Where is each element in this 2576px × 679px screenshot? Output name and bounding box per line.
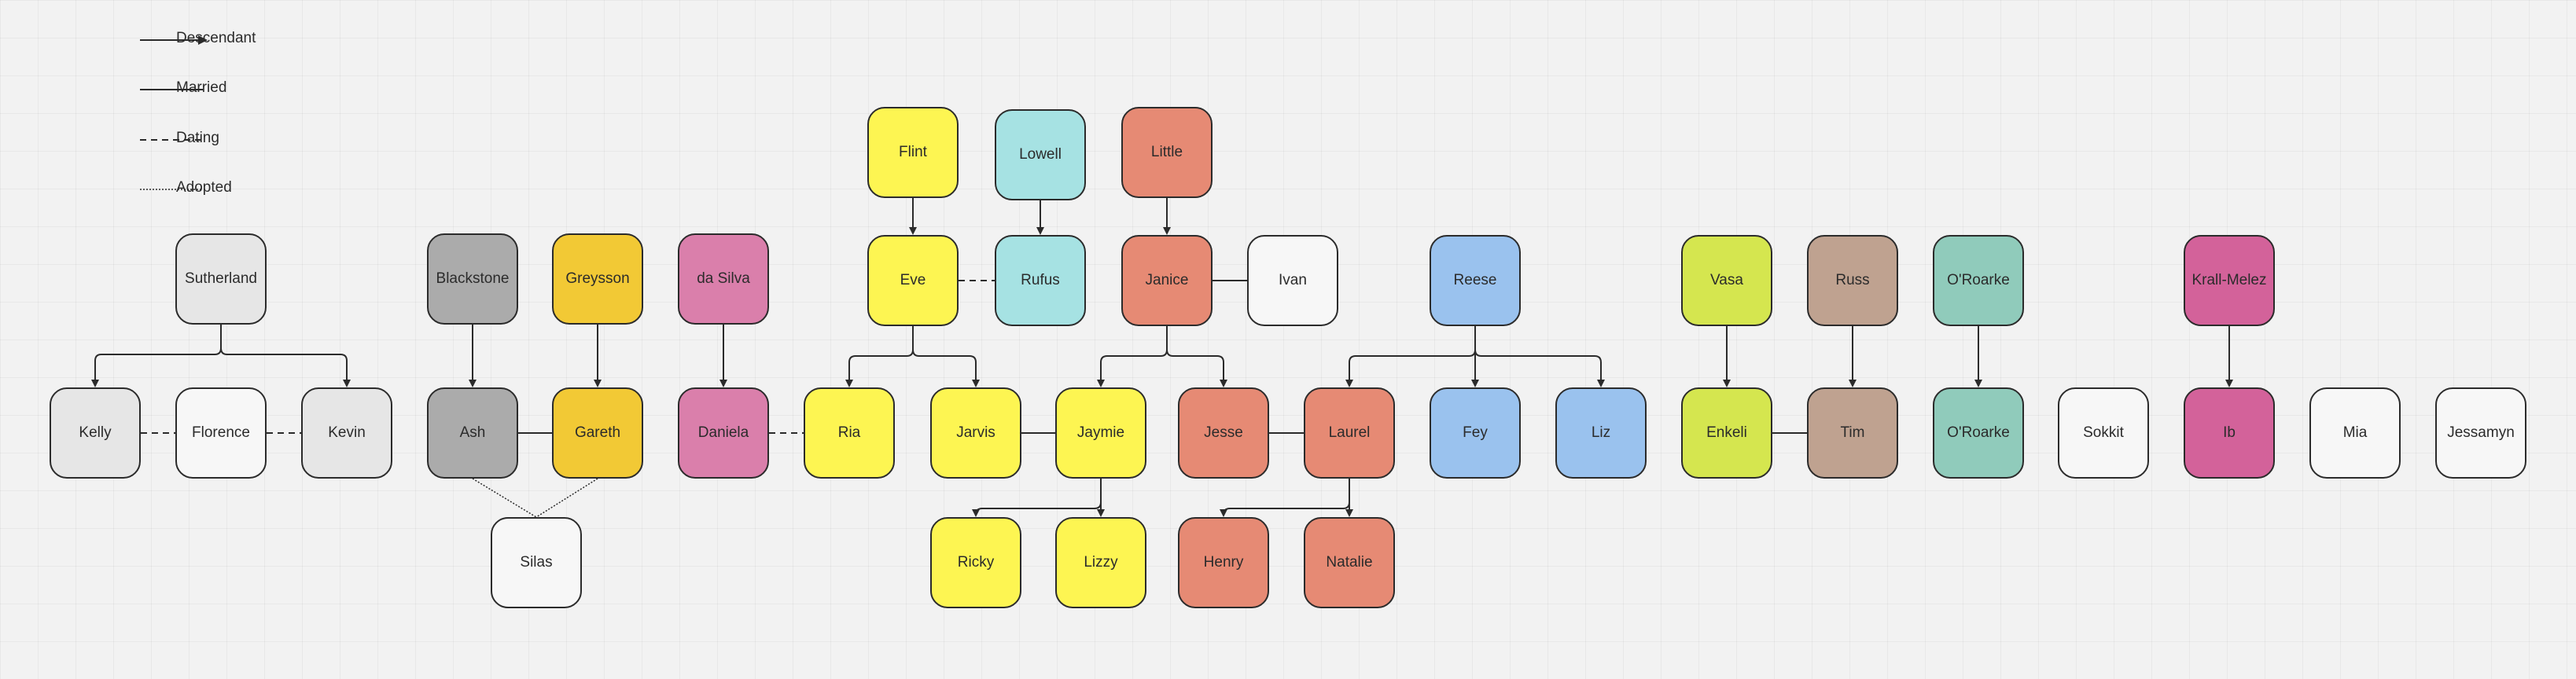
legend-label: Adopted: [176, 179, 232, 196]
person-laurel[interactable]: Laurel: [1304, 387, 1395, 479]
descendant-edge: [1345, 326, 1476, 387]
person-mia[interactable]: Mia: [2309, 387, 2401, 479]
legend-label: Married: [176, 79, 227, 96]
person-greysson[interactable]: Greysson: [552, 233, 643, 325]
person-henry[interactable]: Henry: [1178, 517, 1269, 608]
person-fey[interactable]: Fey: [1430, 387, 1521, 479]
person-kelly[interactable]: Kelly: [50, 387, 141, 479]
descendant-edge: [972, 479, 1102, 517]
person-lizzy[interactable]: Lizzy: [1055, 517, 1146, 608]
person-eve[interactable]: Eve: [867, 235, 959, 326]
person-jesse[interactable]: Jesse: [1178, 387, 1269, 479]
person-liz[interactable]: Liz: [1555, 387, 1647, 479]
person-oroarke[interactable]: O'Roarke: [1933, 387, 2024, 479]
person-jessamyn[interactable]: Jessamyn: [2435, 387, 2526, 479]
person-little[interactable]: Little: [1121, 107, 1213, 198]
person-janice[interactable]: Janice: [1121, 235, 1213, 326]
person-sutherland[interactable]: Sutherland: [175, 233, 267, 325]
dotted-line-icon: [140, 189, 203, 190]
person-enkeli[interactable]: Enkeli: [1681, 387, 1772, 479]
person-vasa[interactable]: Vasa: [1681, 235, 1772, 326]
person-ash[interactable]: Ash: [427, 387, 518, 479]
descendant-edge: [91, 325, 222, 387]
legend-label: Descendant: [176, 30, 256, 46]
person-jarvis[interactable]: Jarvis: [930, 387, 1021, 479]
descendant-edge: [1474, 326, 1605, 387]
person-ivan[interactable]: Ivan: [1247, 235, 1338, 326]
descendant-edge: [845, 326, 914, 387]
person-daniela[interactable]: Daniela: [678, 387, 769, 479]
person-florence[interactable]: Florence: [175, 387, 267, 479]
person-silas[interactable]: Silas: [491, 517, 582, 608]
person-rufus[interactable]: Rufus: [995, 235, 1086, 326]
person-sokkit[interactable]: Sokkit: [2058, 387, 2149, 479]
person-gareth[interactable]: Gareth: [552, 387, 643, 479]
descendant-edge: [1097, 326, 1168, 387]
person-dasilva[interactable]: da Silva: [678, 233, 769, 325]
person-blackstone[interactable]: Blackstone: [427, 233, 518, 325]
adopted-edge: [535, 478, 598, 518]
person-russ[interactable]: Russ: [1807, 235, 1898, 326]
legend-label: Dating: [176, 130, 219, 146]
person-oroarke-parent[interactable]: O'Roarke: [1933, 235, 2024, 326]
person-reese[interactable]: Reese: [1430, 235, 1521, 326]
person-ib[interactable]: Ib: [2184, 387, 2275, 479]
descendant-edge: [1220, 479, 1350, 517]
descendant-edge: [220, 325, 351, 387]
person-ria[interactable]: Ria: [804, 387, 895, 479]
solid-line-icon: [140, 89, 203, 90]
person-kevin[interactable]: Kevin: [301, 387, 392, 479]
person-lowell[interactable]: Lowell: [995, 109, 1086, 200]
person-tim[interactable]: Tim: [1807, 387, 1898, 479]
arrow-icon: [140, 35, 208, 45]
descendant-edge: [1166, 326, 1227, 387]
person-krall-melez[interactable]: Krall-Melez: [2184, 235, 2275, 326]
person-ricky[interactable]: Ricky: [930, 517, 1021, 608]
adopted-edge: [472, 478, 537, 518]
person-jaymie[interactable]: Jaymie: [1055, 387, 1146, 479]
person-natalie[interactable]: Natalie: [1304, 517, 1395, 608]
person-flint[interactable]: Flint: [867, 107, 959, 198]
descendant-edge: [912, 326, 980, 387]
